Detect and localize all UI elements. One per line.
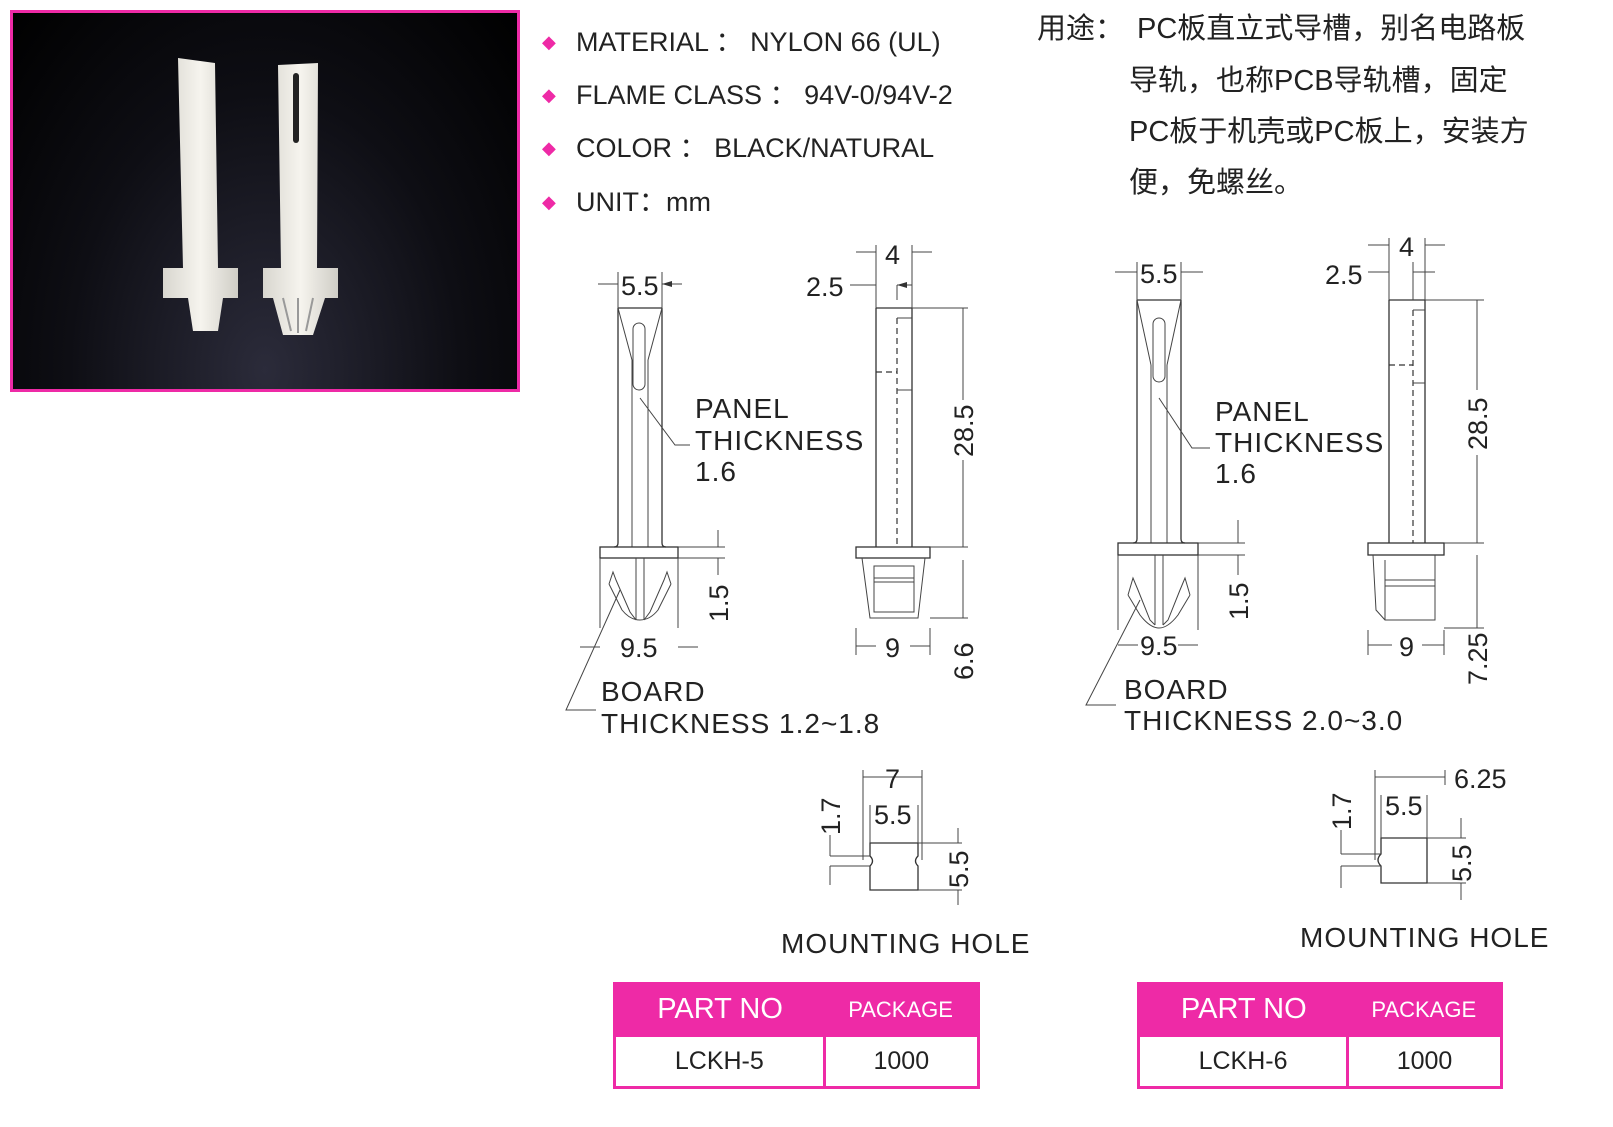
panel-label: THICKNESS (695, 425, 864, 456)
diamond-bullet-icon: ◆ (542, 192, 556, 212)
board-label: BOARD (601, 676, 706, 707)
header-part-no: PART NO (1138, 983, 1348, 1036)
board-thickness: THICKNESS 1.2~1.8 (601, 708, 880, 739)
dim-top-width: 5.5 (1140, 259, 1178, 289)
spec-label: COLOR (576, 133, 673, 163)
spec-value: mm (666, 187, 711, 217)
panel-label: THICKNESS (1215, 427, 1384, 458)
spec-value: BLACK/NATURAL (714, 133, 935, 163)
package-qty: 1000 (1346, 1034, 1503, 1089)
dim-side-offset: 2.5 (806, 272, 844, 302)
package-qty: 1000 (822, 1034, 981, 1089)
mounting-hole-lckh-5: 7 5.5 1.7 5.5 MOUNTING HOLE (781, 764, 1030, 959)
usage-label: 用途： (1037, 13, 1125, 45)
spec-label: FLAME CLASS (576, 80, 763, 110)
dim-side-base-width: 9 (1399, 632, 1414, 662)
part-number: LCKH-6 (1136, 1034, 1350, 1089)
spec-separator: ： (679, 133, 707, 163)
side-view-lckh-6: 4 2.5 28.5 7.25 9 (1325, 232, 1493, 685)
spec-flame-class: ◆ FLAME CLASS ： 94V-0/94V-2 (542, 73, 953, 112)
front-dims-lckh-5: 5.5 9.5 1.5 PANEL THICKNESS 1.6 BOARD TH… (565, 271, 880, 739)
dim-base-width: 9.5 (1140, 631, 1178, 661)
dim-side-width: 4 (885, 240, 900, 270)
usage-line: 导轨，也称PCB导轨槽，固定 (1129, 65, 1508, 97)
header-package: PACKAGE (1347, 983, 1502, 1036)
dim-side-base-width: 9 (885, 633, 900, 663)
side-view-lckh-5: 4 2.5 28.5 6.6 9 (806, 240, 979, 680)
part-number: LCKH-5 (613, 1034, 826, 1089)
dim-top-width: 5.5 (621, 271, 659, 301)
dim-hole-outer: 6.25 (1454, 764, 1507, 794)
spec-separator: ： (769, 80, 797, 110)
header-package: PACKAGE (824, 983, 979, 1036)
dim-leg-height: 6.6 (949, 642, 979, 680)
spec-color: ◆ COLOR ： BLACK/NATURAL (542, 126, 934, 165)
usage-line: PC板于机壳或PC板上，安装方 (1129, 116, 1529, 148)
diamond-bullet-icon: ◆ (542, 85, 556, 105)
product-photo (10, 10, 520, 392)
dim-side-width: 4 (1399, 232, 1414, 262)
diamond-bullet-icon: ◆ (542, 138, 556, 158)
dim-hole-notch: 1.7 (1327, 792, 1357, 830)
dim-height: 28.5 (949, 404, 979, 457)
dim-side-offset: 2.5 (1325, 260, 1363, 290)
board-label: BOARD (1124, 674, 1229, 705)
front-view-lckh-5 (599, 307, 679, 628)
spec-label: MATERIAL (576, 27, 709, 57)
panel-label: PANEL (1215, 396, 1310, 427)
header-part-no: PART NO (614, 983, 825, 1036)
usage-line: 便，免螺丝。 (1129, 167, 1304, 199)
dim-base-width: 9.5 (620, 633, 658, 663)
dim-hole-inner: 5.5 (1385, 791, 1423, 821)
mounting-hole-label: MOUNTING HOLE (781, 928, 1030, 959)
dim-flange: 1.5 (704, 584, 734, 622)
dim-flange: 1.5 (1224, 582, 1254, 620)
dim-hole-notch: 1.7 (816, 797, 846, 835)
spec-value: 94V-0/94V-2 (804, 80, 953, 110)
panel-label: PANEL (695, 393, 790, 424)
spec-material: ◆ MATERIAL ： NYLON 66 (UL) (542, 20, 941, 59)
dim-hole-height: 5.5 (944, 850, 974, 888)
usage-line: PC板直立式导槽，别名电路板 (1137, 13, 1526, 45)
diamond-bullet-icon: ◆ (542, 32, 556, 52)
spec-unit: ◆ UNIT：mm (542, 180, 711, 219)
spec-separator: ： (715, 27, 743, 57)
dim-hole-inner: 5.5 (874, 800, 912, 830)
mounting-hole-lckh-6: 6.25 5.5 1.7 5.5 MOUNTING HOLE (1300, 764, 1549, 953)
panel-value: 1.6 (695, 456, 737, 487)
board-thickness: THICKNESS 2.0~3.0 (1124, 705, 1403, 736)
dim-leg-height: 7.25 (1463, 632, 1493, 685)
spec-label: UNIT (576, 187, 639, 217)
panel-value: 1.6 (1215, 458, 1257, 489)
product-photo-image (163, 58, 338, 335)
mounting-hole-label: MOUNTING HOLE (1300, 922, 1549, 953)
front-view-lckh-6 (1117, 299, 1199, 630)
dim-hole-outer: 7 (885, 764, 900, 794)
dim-height: 28.5 (1463, 397, 1493, 450)
spec-value: NYLON 66 (UL) (750, 27, 941, 57)
dim-hole-height: 5.5 (1447, 844, 1477, 882)
front-dims-lckh-6: 5.5 9.5 1.5 PANEL THICKNESS 1.6 BOARD TH… (1085, 259, 1403, 736)
spec-separator: ： (639, 187, 666, 217)
